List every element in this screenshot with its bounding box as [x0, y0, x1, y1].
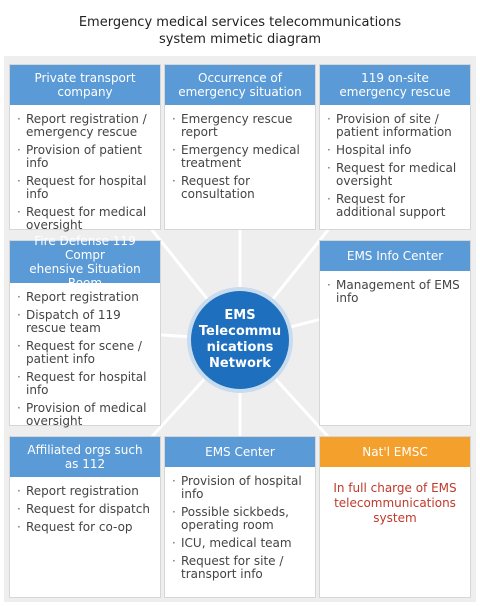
item-list: Emergency rescue report Emergency medica… [165, 105, 315, 201]
box-header: 119 on-site emergency rescue [320, 65, 470, 105]
hub-line: Telecommu [198, 324, 282, 339]
list-item: Provision of medical oversight [17, 402, 154, 428]
list-item: Request for consultation [172, 175, 309, 201]
hub-line: EMS [224, 308, 256, 323]
list-item: Dispatch of 119 rescue team [17, 309, 154, 335]
box-ems-info-center: EMS Info Center Management of EMS info [319, 240, 471, 426]
header-line: emergency rescue [339, 85, 451, 99]
box-affiliated-orgs: Affiliated orgs such as 112 Report regis… [9, 436, 161, 598]
box-header: EMS Center [165, 437, 315, 467]
header-line: company [57, 85, 113, 99]
box-private-transport: Private transport company Report registr… [9, 64, 161, 232]
box-header: Private transport company [10, 65, 160, 105]
title-line-2: system mimetic diagram [158, 32, 322, 47]
list-item: Request for dispatch [17, 503, 154, 517]
list-item: Request for scene / patient info [17, 340, 154, 366]
header-line: EMS Info Center [346, 249, 444, 263]
box-ems-center: EMS Center Provision of hospital info Po… [164, 436, 316, 598]
item-list: Provision of site / patient information … [320, 105, 470, 219]
list-item: Request for medical oversight [327, 162, 464, 188]
list-item: Request for medical oversight [17, 206, 154, 232]
box-onsite-119: 119 on-site emergency rescue Provision o… [319, 64, 471, 230]
list-item: Possible sickbeds, operating room [172, 506, 309, 532]
header-line: EMS Center [205, 445, 275, 459]
diagram-title: Emergency medical services telecommunica… [0, 14, 480, 48]
list-item: Request for hospital info [17, 371, 154, 397]
header-line: as 112 [64, 457, 106, 471]
item-list: Management of EMS info [320, 271, 470, 305]
ems-network-hub: EMS Telecommu nications Network [191, 291, 289, 389]
box-natl-emsc: Nat'l EMSC In full charge of EMS telecom… [319, 436, 471, 598]
list-item: Management of EMS info [327, 279, 464, 305]
header-line: Affiliated orgs such [27, 443, 143, 457]
box-occurrence: Occurrence of emergency situation Emerge… [164, 64, 316, 230]
item-list: Report registration Dispatch of 119 resc… [10, 283, 160, 428]
item-list: Report registration / emergency rescue P… [10, 105, 160, 232]
list-item: ICU, medical team [172, 537, 309, 551]
list-item: Request for additional support [327, 193, 464, 219]
list-item: Report registration [17, 291, 154, 305]
item-list: Report registration Request for dispatch… [10, 477, 160, 535]
list-item: Emergency rescue report [172, 113, 309, 139]
list-item: Emergency medical treatment [172, 144, 309, 170]
header-line: Occurrence of [198, 71, 282, 85]
title-line-1: Emergency medical services telecommunica… [78, 15, 402, 30]
box-header: Occurrence of emergency situation [165, 65, 315, 105]
header-line: 119 on-site [361, 71, 429, 85]
list-item: Provision of patient info [17, 144, 154, 170]
box-header: Fire Defense 119 Compr ehensive Situatio… [10, 234, 160, 290]
list-item: Report registration / emergency rescue [17, 113, 154, 139]
box-fire-defense: Fire Defense 119 Compr ehensive Situatio… [9, 234, 161, 428]
header-line: Private transport [34, 71, 136, 85]
header-line: ehensive Situation Room [29, 262, 141, 290]
hub-line: nications [206, 340, 274, 355]
item-list: Provision of hospital info Possible sick… [165, 467, 315, 581]
list-item: Provision of site / patient information [327, 113, 464, 139]
header-line: emergency situation [178, 85, 302, 99]
hub-line: Network [209, 356, 271, 371]
natl-emsc-note: In full charge of EMS telecommunications… [333, 481, 457, 525]
list-item: Request for hospital info [17, 175, 154, 201]
box-header: EMS Info Center [320, 241, 470, 271]
list-item: Request for site / transport info [172, 555, 309, 581]
list-item: Hospital info [327, 144, 464, 158]
box-header: Nat'l EMSC [320, 437, 470, 467]
list-item: Request for co-op [17, 521, 154, 535]
box-header: Affiliated orgs such as 112 [10, 437, 160, 477]
list-item: Report registration [17, 485, 154, 499]
header-line: Nat'l EMSC [362, 445, 428, 459]
list-item: Provision of hospital info [172, 475, 309, 501]
header-line: Fire Defense 119 Compr [34, 234, 136, 262]
